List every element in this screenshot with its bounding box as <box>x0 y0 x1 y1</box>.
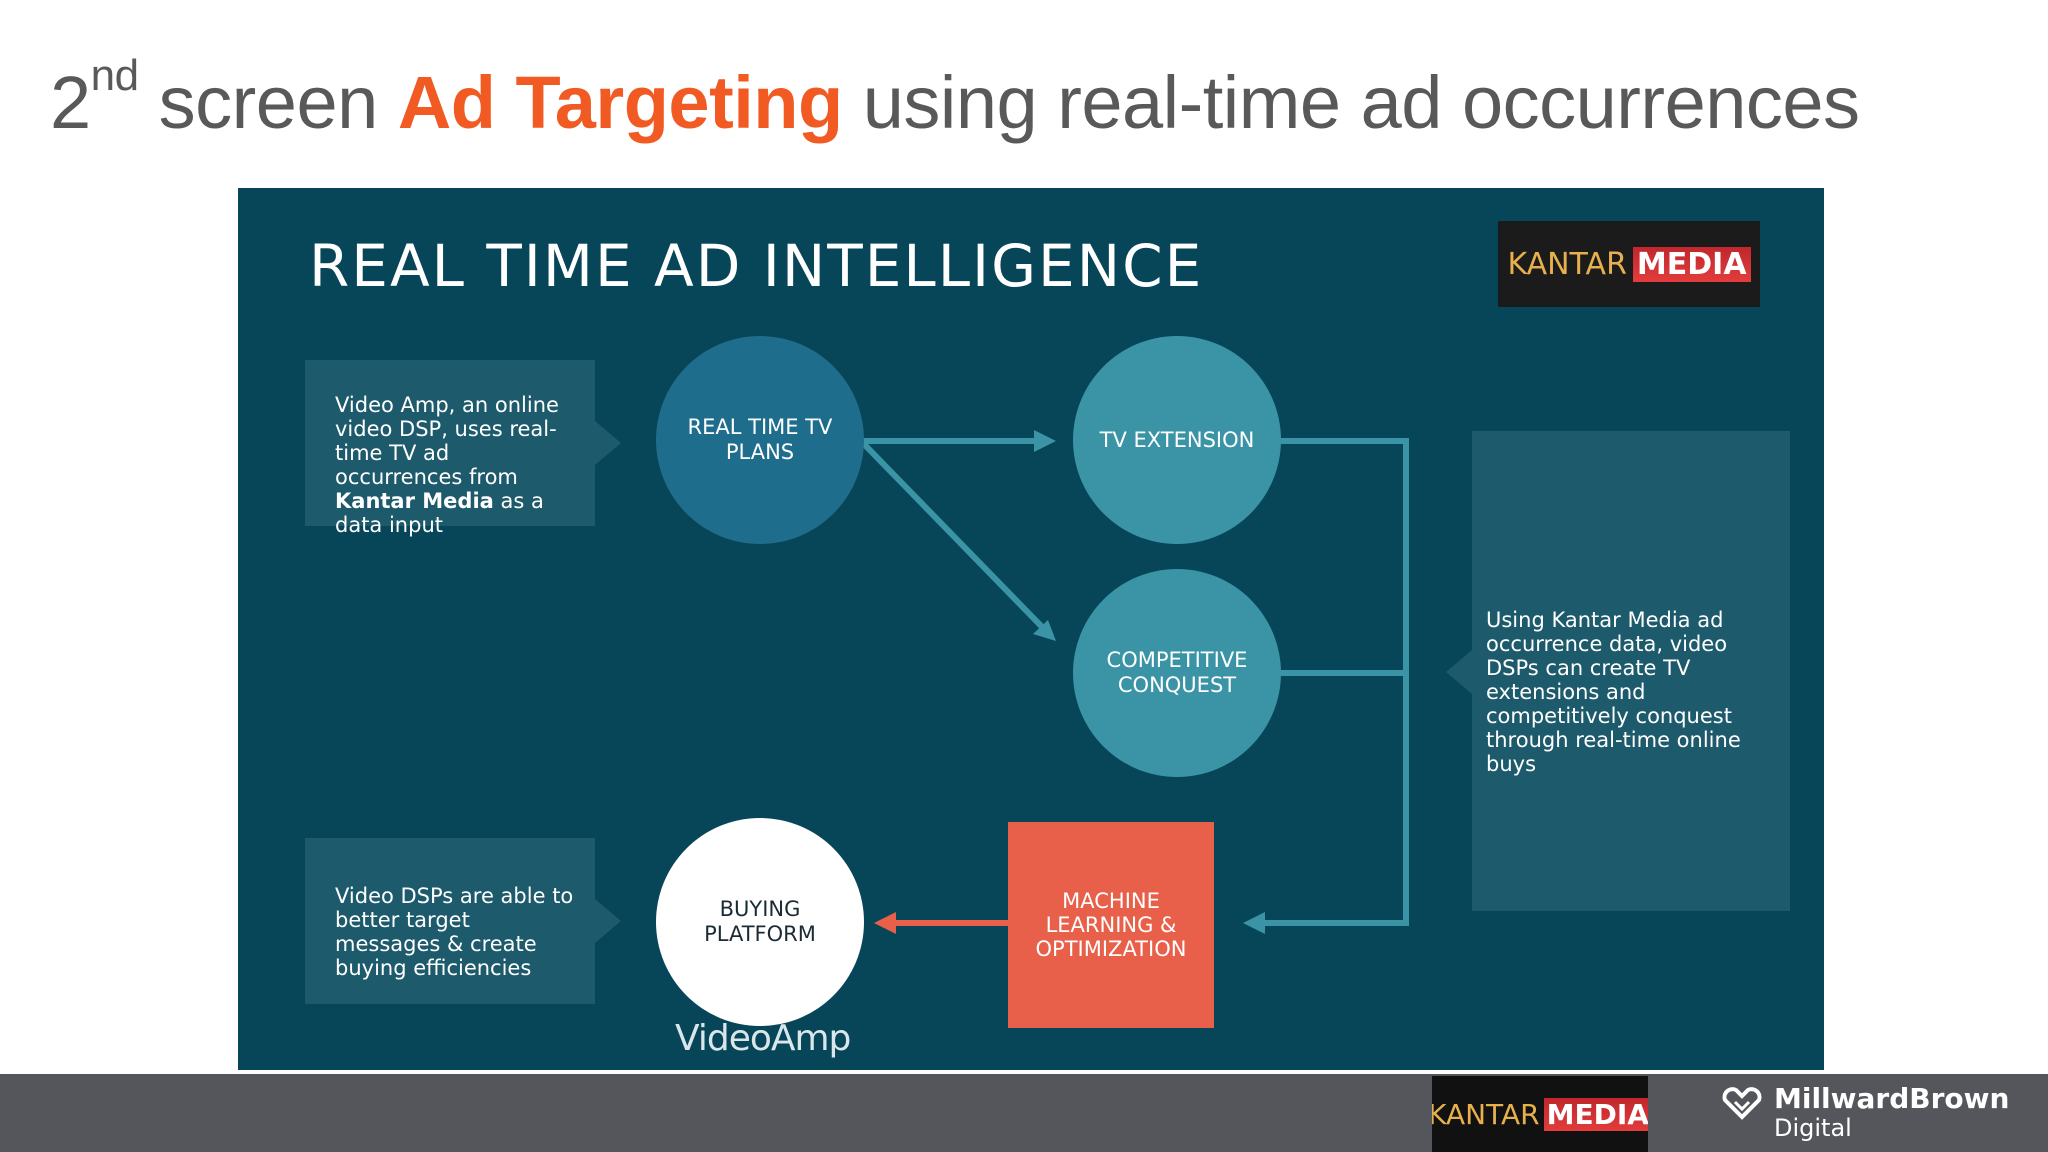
footer-bar <box>0 1074 2048 1152</box>
video-amp-text-post: as a data input <box>335 489 544 537</box>
millward-brown-sub: Digital <box>1774 1114 1852 1142</box>
using-kantar-text: Using Kantar Media ad occurrence data, v… <box>1486 608 1741 776</box>
arrow-plans-to-extension <box>861 430 1056 452</box>
title-ordinal: 2 <box>50 61 91 144</box>
info-box-using-kantar-pointer <box>1446 650 1472 694</box>
connector-arrows <box>858 430 1409 934</box>
title-screen: screen <box>138 61 398 144</box>
panel-title: REAL TIME AD INTELLIGENCE <box>309 232 1204 300</box>
video-amp-text-pre: Video Amp, an online video DSP, uses rea… <box>335 393 559 489</box>
info-box-using-kantar: Using Kantar Media ad occurrence data, v… <box>1472 431 1790 911</box>
info-box-video-amp: Video Amp, an online video DSP, uses rea… <box>305 360 595 537</box>
logo-kantar-text: KANTAR <box>1507 246 1627 282</box>
dsp-benefits-text: Video DSPs are able to better target mes… <box>335 884 574 980</box>
slide-title: 2nd screen Ad Targeting using real-time … <box>50 54 1860 145</box>
info-box-dsp-benefits: Video DSPs are able to better target mes… <box>305 838 595 1004</box>
title-highlight: Ad Targeting <box>397 61 843 144</box>
node-machine-learning: MACHINE LEARNING & OPTIMIZATION <box>1008 822 1214 1028</box>
footer-media-text: MEDIA <box>1543 1097 1648 1131</box>
info-box-video-amp-pointer <box>595 421 621 465</box>
arrow-optimization-to-buying <box>874 912 1008 934</box>
arrow-plans-to-conquest <box>858 438 1056 641</box>
info-box-dsp-benefits-pointer <box>595 899 621 943</box>
node-competitive-conquest: COMPETITIVE CONQUEST <box>1073 569 1281 777</box>
title-rest: using real-time ad occurrences <box>842 61 1860 144</box>
video-amp-text-bold: Kantar Media <box>335 489 494 513</box>
title-ordinal-suffix: nd <box>90 51 139 100</box>
node-tv-extension: TV EXTENSION <box>1073 336 1281 544</box>
node-real-time-tv-plans: REAL TIME TV PLANS <box>656 336 864 544</box>
millward-brown-icon <box>1722 1087 1762 1120</box>
bracket-to-optimization <box>1243 438 1409 934</box>
logo-media-text: MEDIA <box>1632 246 1751 282</box>
millward-brown-name: MillwardBrown <box>1774 1082 2010 1115</box>
footer-kantar-text: KANTAR <box>1432 1097 1540 1131</box>
videoamp-logo: VideoAmp <box>675 1018 851 1059</box>
node-buying-platform: BUYING PLATFORM <box>656 818 864 1026</box>
